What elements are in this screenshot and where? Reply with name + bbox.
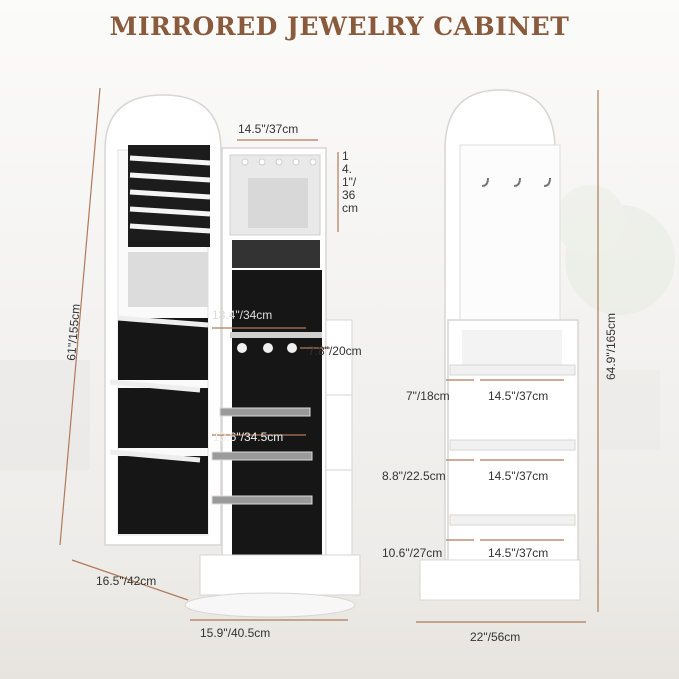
- cabinet-body: [184, 147, 361, 618]
- dim-inner-width: 13.4"/34cm: [212, 308, 273, 322]
- dim-shelf-width: 13.6"/34.5cm: [213, 430, 284, 444]
- dimension-lines: [59, 87, 599, 623]
- dim-back-base-width: 22"/56cm: [470, 630, 521, 644]
- dim-shelf1-height: 7"/18cm: [406, 389, 450, 403]
- dim-top-width: 14.5"/37cm: [238, 122, 299, 136]
- dim-shelf3-height: 10.6"/27cm: [382, 546, 443, 560]
- dim-shelf1-width: 14.5"/37cm: [488, 389, 549, 403]
- background-plant: [555, 185, 675, 450]
- dim-shelf2-height: 8.8"/22.5cm: [382, 469, 446, 483]
- back-view: [419, 89, 581, 601]
- dim-door-width: 16.5"/42cm: [96, 574, 157, 588]
- dim-base-width: 15.9"/40.5cm: [200, 626, 271, 640]
- dim-mirror-height: 14.1"/36cm: [342, 149, 358, 215]
- dim-full-height-right: 64.9"/165cm: [604, 313, 618, 380]
- open-door: [104, 94, 222, 546]
- dim-shelf2-width: 14.5"/37cm: [488, 469, 549, 483]
- dim-hook-depth: 7.8"/20cm: [308, 344, 362, 358]
- page-title: MIRRORED JEWELRY CABINET: [109, 12, 570, 41]
- background-sofa: [0, 360, 90, 470]
- dim-shelf3-width: 14.5"/37cm: [488, 546, 549, 560]
